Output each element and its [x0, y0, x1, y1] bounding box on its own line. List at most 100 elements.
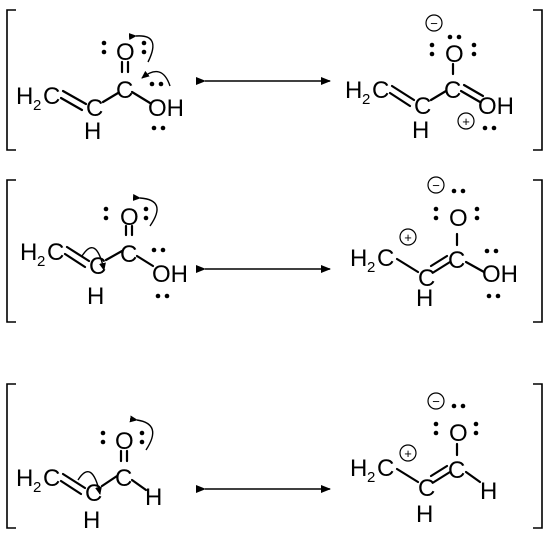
- negative-charge: [425, 14, 443, 32]
- bond-single: [395, 467, 420, 484]
- curved-arrow: [128, 33, 154, 63]
- atom-h: H: [84, 118, 101, 145]
- lone-pair-dot: [101, 49, 107, 55]
- right-bracket-3: [533, 383, 543, 529]
- lone-pair-dot: [101, 40, 107, 46]
- lone-pair-dot: [456, 34, 462, 40]
- bond-single: [100, 474, 119, 488]
- bond-single: [104, 249, 124, 262]
- atom-h: H: [350, 455, 367, 482]
- left-bracket-3: [6, 383, 16, 529]
- positive-charge-sign: +: [404, 446, 412, 461]
- bond-double: [432, 470, 452, 484]
- structure-2-right: H 2 C + C H C O − OH: [350, 176, 518, 312]
- lone-pair-dot: [433, 430, 439, 436]
- atom-h: H: [350, 245, 367, 272]
- lone-pair-dot: [143, 215, 149, 221]
- atom-h: H: [145, 484, 162, 511]
- lone-pair-dot: [471, 42, 477, 48]
- bond-single: [101, 91, 120, 104]
- atom-c: C: [418, 265, 435, 292]
- atom-o: O: [115, 428, 134, 455]
- bond-single: [130, 478, 148, 492]
- lone-pair-dot: [164, 293, 170, 299]
- bond-double-inner: [388, 91, 412, 108]
- atom-oh: OH: [148, 95, 184, 122]
- atom-h: H: [87, 283, 104, 310]
- atom-o: O: [449, 420, 468, 447]
- row-3: H 2 C C H C O H H 2 C +: [6, 383, 543, 534]
- negative-charge-sign: −: [432, 178, 440, 193]
- lone-pair-dot: [486, 293, 492, 299]
- atom-c: C: [43, 465, 60, 492]
- bond-single: [429, 89, 448, 102]
- positive-charge-sign: +: [404, 230, 412, 245]
- atom-c: C: [377, 245, 394, 272]
- structure-3-left: H 2 C C H C O H: [16, 415, 162, 534]
- bond-single: [130, 90, 152, 105]
- right-bracket-2: [533, 179, 543, 323]
- lone-pair-dot: [429, 51, 435, 57]
- lone-pair-dot: [433, 421, 439, 427]
- atom-h: H: [412, 117, 429, 144]
- lone-pair-dot: [474, 206, 480, 212]
- positive-charge-sign: +: [462, 114, 470, 129]
- lone-pair-dot: [100, 439, 106, 445]
- lone-pair-dot: [429, 42, 435, 48]
- bond-double-inner: [462, 83, 485, 98]
- atom-o: O: [449, 205, 468, 232]
- lone-pair-dot: [484, 248, 490, 254]
- atom-c: C: [47, 239, 64, 266]
- curved-arrow: [81, 246, 106, 271]
- bond-double: [61, 89, 88, 106]
- lone-pair-dot: [139, 430, 145, 436]
- curved-arrow: [77, 470, 102, 495]
- subscript-2: 2: [367, 469, 375, 486]
- lone-pair-dot: [141, 40, 147, 46]
- atom-h: H: [16, 465, 33, 492]
- curved-arrow: [132, 194, 158, 227]
- atom-c: C: [418, 475, 435, 502]
- lone-pair-dot: [433, 206, 439, 212]
- negative-charge: [427, 176, 445, 194]
- lone-pair-dot: [491, 125, 497, 131]
- atom-o: O: [116, 39, 135, 66]
- bond-double-inner: [429, 254, 449, 268]
- bond-single: [464, 260, 486, 274]
- lone-pair-dot: [451, 188, 457, 194]
- atom-c: C: [448, 247, 465, 274]
- lone-pair-dot: [160, 247, 166, 253]
- atom-c: C: [414, 93, 431, 120]
- lone-pair-dot: [155, 293, 161, 299]
- row-1: H 2 C C H C O OH H: [6, 9, 543, 151]
- lone-pair-dot: [149, 81, 155, 87]
- left-bracket-2: [6, 179, 16, 323]
- lone-pair-dot: [495, 293, 501, 299]
- atom-c: C: [448, 457, 465, 484]
- bond-single: [464, 470, 482, 484]
- lone-pair-dot: [471, 51, 477, 57]
- lone-pair-dot: [473, 430, 479, 436]
- atom-c: C: [377, 455, 394, 482]
- atom-h: H: [345, 77, 362, 104]
- bond-double: [390, 84, 416, 102]
- lone-pair-dot: [103, 206, 109, 212]
- atom-c: C: [120, 241, 137, 268]
- lone-pair-dot: [143, 206, 149, 212]
- subscript-2: 2: [33, 479, 41, 496]
- subscript-2: 2: [362, 91, 370, 108]
- atom-h: H: [20, 239, 37, 266]
- lone-pair-dot: [151, 247, 157, 253]
- negative-charge: [427, 392, 445, 410]
- right-bracket-1: [533, 9, 543, 151]
- negative-charge-sign: −: [432, 394, 440, 409]
- structure-1-left: H 2 C C H C O OH: [16, 33, 184, 145]
- row-2: H 2 C C H C O OH H: [6, 176, 543, 323]
- atom-c: C: [86, 95, 103, 122]
- lone-pair-dot: [460, 188, 466, 194]
- negative-charge-sign: −: [430, 16, 438, 31]
- lone-pair-dot: [103, 215, 109, 221]
- lone-pair-dot: [433, 215, 439, 221]
- bond-double: [459, 89, 482, 104]
- atom-c: C: [115, 465, 132, 492]
